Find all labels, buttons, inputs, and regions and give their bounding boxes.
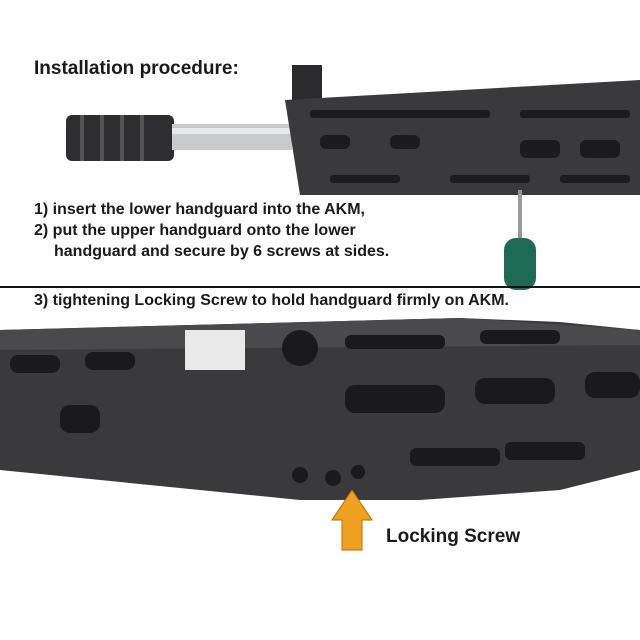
screwdriver-handle <box>504 238 536 290</box>
screwdriver-shaft <box>518 190 522 245</box>
step-2-line-1: 2) put the upper handguard onto the lowe… <box>34 222 356 239</box>
step-3: 3) tightening Locking Screw to hold hand… <box>34 292 509 309</box>
arrow-icon <box>331 489 373 551</box>
handguard-closeup <box>0 318 640 500</box>
step-1: 1) insert the lower handguard into the A… <box>34 201 365 218</box>
divider-line <box>0 286 640 288</box>
locking-screw-label: Locking Screw <box>386 526 521 547</box>
rifle-top-view <box>66 65 640 290</box>
upper-handguard <box>285 80 640 195</box>
step-2-line-2: handguard and secure by 6 screws at side… <box>54 243 390 260</box>
barrel <box>172 124 292 150</box>
page-title: Installation procedure: <box>34 58 239 79</box>
